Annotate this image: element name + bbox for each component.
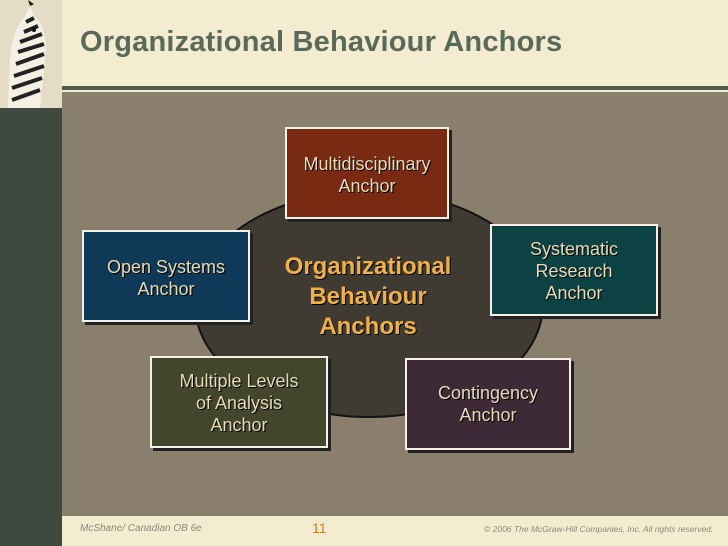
slide-title: Organizational Behaviour Anchors bbox=[80, 26, 563, 58]
footer-course: McShane/ Canadian OB 6e bbox=[80, 523, 202, 534]
center-label: Organizational Behaviour Anchors bbox=[284, 253, 452, 340]
anchor-open-systems: Open Systems Anchor bbox=[82, 230, 250, 322]
page-number: 11 bbox=[312, 520, 327, 536]
anchor-systematic-research: Systematic Research Anchor bbox=[490, 224, 658, 316]
anchor-contingency: Contingency Anchor bbox=[405, 358, 571, 450]
anchor-multidisciplinary: Multidisciplinary Anchor bbox=[285, 127, 449, 219]
anchor-multiple-levels: Multiple Levels of Analysis Anchor bbox=[150, 356, 328, 448]
footer-bar bbox=[62, 516, 728, 546]
title-area bbox=[62, 0, 728, 108]
zebra-logo-graphic bbox=[0, 0, 62, 108]
zebra-logo-icon bbox=[0, 0, 62, 108]
title-divider bbox=[62, 86, 728, 90]
footer-copyright: © 2006 The McGraw-Hill Companies, Inc. A… bbox=[484, 524, 714, 534]
